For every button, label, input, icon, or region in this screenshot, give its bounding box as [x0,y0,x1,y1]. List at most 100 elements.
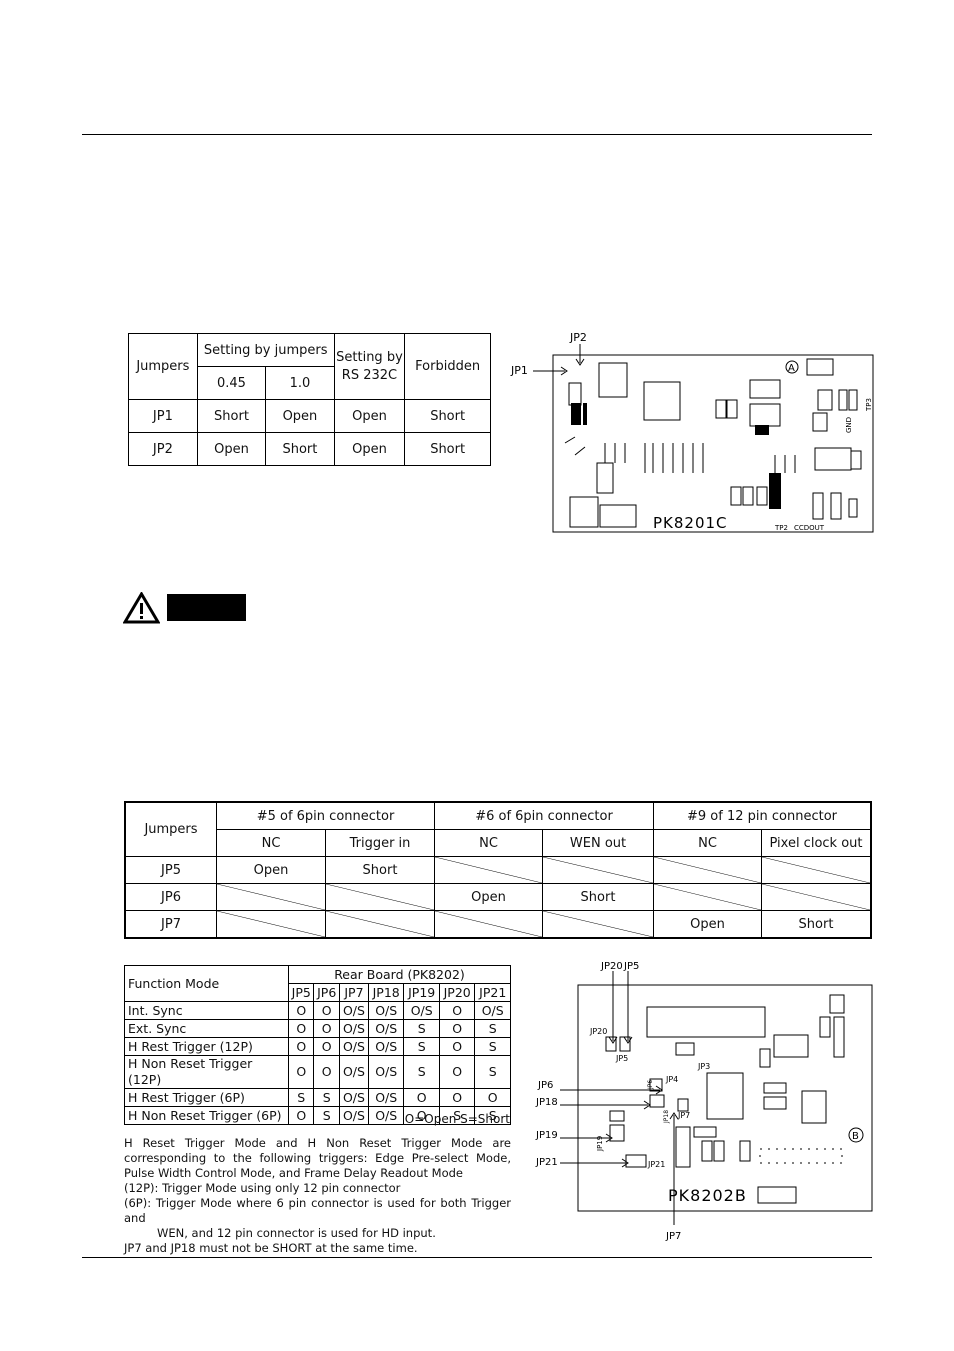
column-header: JP18 [367,983,405,1002]
cell: Open [333,399,406,433]
table-row: H Rest Trigger (12P) O O O/S O/S S O S [124,1037,511,1056]
row-label: Int. Sync [124,1001,289,1020]
cell: S [403,1037,440,1056]
table-row: JP6 Open Short [124,883,872,911]
column-header: JP19 [403,983,440,1002]
cell: O [287,1001,315,1020]
table-row: JP5 Open Short [124,856,872,884]
subheader: NC [653,829,762,857]
cell-not-applicable [653,856,762,884]
cell: S [474,1037,511,1056]
board-b-jp18-silk: JP18 [663,1110,670,1124]
note-trigger-modes: H Reset Trigger Mode and H Non Reset Tri… [124,1136,511,1180]
board-b-jp3-silk: JP3 [697,1062,710,1071]
row-label: H Non Reset Trigger (6P) [124,1106,289,1125]
cell: O [438,1055,476,1089]
note-6p: (6P): Trigger Mode where 6 pin connector… [124,1196,511,1225]
board-b-marker: B [852,1131,859,1142]
row-label: JP5 [124,856,217,884]
cell: Open [216,856,326,884]
table-row: JP1 Short Open Open Short [128,399,491,433]
cell-not-applicable [542,856,654,884]
cell: O/S [367,1019,405,1038]
cell: S [313,1088,340,1107]
warning-triangle-icon [123,592,160,624]
board-b-jp5-callout: JP5 [623,961,639,972]
board-b-jp21-callout: JP21 [535,1157,558,1168]
cell: O [287,1037,315,1056]
table-row: H Rest Trigger (6P) S S O/S O/S O O O [124,1088,511,1107]
header-group-5of6: #5 of 6pin connector [216,801,435,830]
board-a-tp2-silk: TP2 [774,524,788,532]
row-label: JP2 [128,432,198,466]
cell-not-applicable [761,856,872,884]
cell-not-applicable [542,910,654,939]
table-row: JP2 Open Short Open Short [128,432,491,466]
column-header: JP7 [338,983,369,1002]
board-a-ccdout-silk: CCDOUT [794,524,825,532]
cell: O [403,1088,440,1107]
board-a-gnd-silk: GND [845,417,853,433]
board-b-jp18-callout: JP18 [535,1097,558,1108]
cell: O/S [338,1001,369,1020]
cell: O [438,1037,476,1056]
cell: Open [333,432,406,466]
board-b-jp7-silk: JP7 [677,1111,690,1120]
header-group-6of6: #6 of 6pin connector [434,801,654,830]
table-row: Ext. Sync O O O/S O/S S O S [124,1019,511,1038]
cell: O [438,1088,476,1107]
board-b-jp6-callout: JP6 [537,1080,553,1091]
column-header: JP5 [287,983,315,1002]
cell-not-applicable [325,910,435,939]
cell: O [313,1019,340,1038]
cell: S [313,1106,340,1125]
cell-not-applicable [325,883,435,911]
cell: O/S [338,1055,369,1089]
column-header: JP20 [438,983,476,1002]
column-header: JP6 [313,983,340,1002]
column-header: JP21 [474,983,511,1002]
cell: Open [653,910,762,939]
board-b-jp19-callout: JP19 [535,1130,558,1141]
header-rear-board: Rear Board (PK8202) [288,965,511,984]
note-12p: (12P): Trigger Mode using only 12 pin co… [124,1181,401,1195]
header-jumpers: Jumpers [124,801,217,857]
table-row: JP7 Open Short [124,910,872,939]
cell: O/S [474,1001,511,1020]
subheader: Pixel clock out [761,829,872,857]
cell: O/S [367,1088,405,1107]
board-b-jp5-silk: JP5 [615,1054,628,1063]
cell: O [287,1055,315,1089]
board-b-label: PK8202B [668,1186,747,1205]
cell: O/S [367,1106,405,1125]
board-b-jp7-callout: JP7 [665,1231,681,1242]
notes-block: H Reset Trigger Mode and H Non Reset Tri… [124,1136,511,1256]
row-label: Ext. Sync [124,1019,289,1038]
cell: O/S [403,1001,440,1020]
board-b-jp6-silk: JP6 [647,1080,654,1090]
row-label: H Rest Trigger (6P) [124,1088,289,1107]
header-group-9of12: #9 of 12 pin connector [653,801,872,830]
cell: O/S [338,1019,369,1038]
board-a-diagram: JP2 JP1 A PK8201C TP2 CCDOUT GND TP3 [510,331,874,533]
board-b-jp21-silk: JP21 [647,1160,665,1169]
header-setting-by-rs232c: Setting by RS 232C [333,333,406,400]
cell: S [403,1055,440,1089]
cell: O [403,1106,440,1125]
cell: Short [542,883,654,911]
row-label: H Rest Trigger (12P) [124,1037,289,1056]
table-row: Int. Sync O O O/S O/S O/S O O/S [124,1001,511,1020]
cell: Short [265,432,335,466]
cell: S [287,1088,315,1107]
board-a-label: PK8201C [653,514,728,532]
cell: O [313,1055,340,1089]
table-row: H Non Reset Trigger (6P) O S O/S O/S O S… [124,1106,511,1125]
cell: O/S [367,1037,405,1056]
cell: S [474,1055,511,1089]
header-forbidden: Forbidden [404,333,491,400]
cell: S [474,1019,511,1038]
cell: Short [761,910,872,939]
cell: O/S [338,1037,369,1056]
header-jumpers: Jumpers [128,333,198,400]
cell: Short [404,432,491,466]
